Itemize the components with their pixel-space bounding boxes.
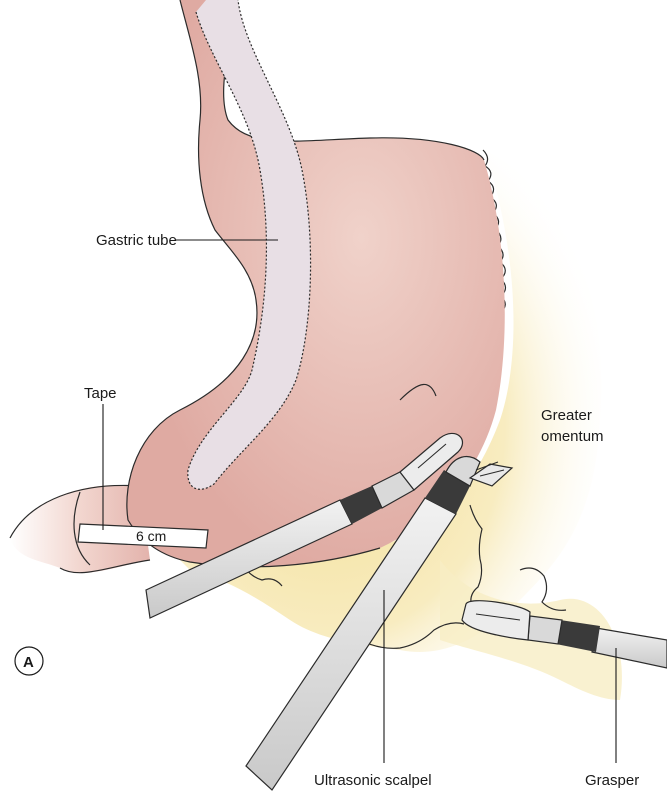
tape-label: Tape bbox=[84, 385, 117, 402]
ultrasonic-scalpel-label: Ultrasonic scalpel bbox=[314, 772, 432, 789]
grasper-label: Grasper bbox=[585, 772, 639, 789]
gastric-tube bbox=[187, 0, 312, 490]
tape: 6 cm bbox=[77, 523, 209, 549]
grasper bbox=[461, 600, 667, 669]
greater-omentum-label-line2: omentum bbox=[541, 428, 604, 445]
gastric-tube-label: Gastric tube bbox=[96, 232, 177, 249]
panel-letter-badge: A bbox=[14, 646, 44, 676]
ultrasonic-scalpel bbox=[245, 455, 514, 791]
tape-measure-label: 6 cm bbox=[136, 528, 166, 544]
left-forceps bbox=[145, 432, 464, 619]
panel-letter: A bbox=[23, 654, 34, 671]
greater-omentum-label-line1: Greater bbox=[541, 407, 592, 424]
